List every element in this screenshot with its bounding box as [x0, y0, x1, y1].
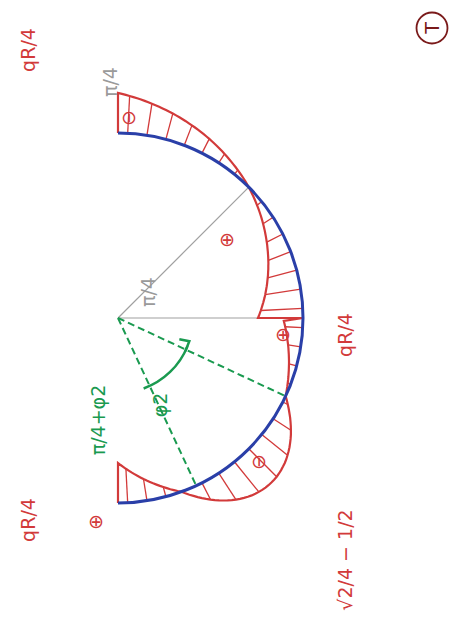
diagram-label: qR/4	[18, 28, 39, 72]
hatch-line	[268, 270, 297, 278]
angle-arc	[144, 346, 188, 388]
hatch-line	[273, 419, 291, 431]
hatch-line	[288, 345, 301, 347]
angle-line	[118, 318, 196, 486]
diagram-label: ⊕	[216, 232, 237, 248]
hatch-line	[126, 469, 128, 503]
circle-outline	[417, 13, 448, 44]
hatch-line	[219, 154, 225, 163]
diagram-label: ⊖	[118, 110, 139, 126]
arch-axis	[118, 133, 303, 503]
hatch-line	[268, 252, 290, 261]
radius-line	[118, 187, 249, 318]
node-text: T	[421, 22, 443, 34]
hatch-line	[147, 104, 152, 136]
hatch-line	[262, 434, 288, 455]
diagram-label: π/4+φ2	[88, 385, 109, 455]
hatch-line	[263, 217, 273, 224]
diagram-label: ⊕	[85, 514, 106, 530]
hatch-line	[219, 473, 236, 499]
arrow-head	[179, 339, 189, 351]
diagram-label: qR/4	[18, 498, 39, 542]
diagram-label: π/4	[138, 277, 159, 307]
hatch-line	[202, 139, 209, 153]
circled-letter: T	[415, 11, 449, 45]
diagram-label: ⊖	[248, 454, 269, 470]
diagram-label: φ2	[150, 393, 171, 418]
hatch-line	[184, 125, 192, 145]
moment-outline	[118, 93, 303, 503]
hatch-line	[166, 114, 173, 140]
hatch-line	[265, 289, 301, 295]
diagram-label: qR/4	[335, 313, 356, 357]
hatch-line	[261, 308, 303, 310]
hatch-line	[143, 479, 146, 501]
diagram-label: π/4	[100, 67, 121, 97]
diagram-label: ⊕	[272, 327, 293, 343]
hatch-line	[267, 234, 283, 242]
hatch-line	[202, 483, 211, 500]
diagram-label: √2/4 − 1/2	[335, 509, 356, 610]
angle-line	[118, 318, 286, 396]
